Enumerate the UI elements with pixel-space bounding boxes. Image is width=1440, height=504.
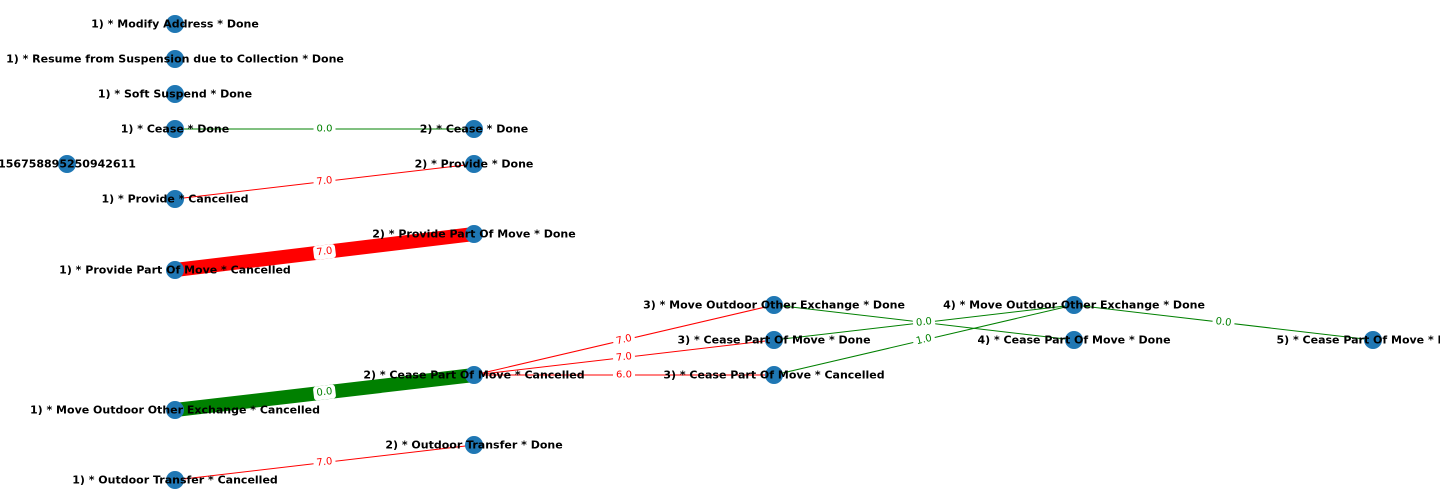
node-n5 — [58, 155, 76, 173]
node-n1 — [166, 15, 184, 33]
node-n6 — [166, 190, 184, 208]
node-label: 3) * Move Outdoor Other Exchange * Done — [643, 299, 905, 312]
node-label: 4) * Move Outdoor Other Exchange * Done — [943, 299, 1205, 312]
edge-label-background — [612, 331, 636, 349]
edge-weight-label: 0.0 — [313, 122, 336, 136]
node-label: 1) * Move Outdoor Other Exchange * Cance… — [30, 404, 320, 417]
node-label: 1) * Provide Part Of Move * Cancelled — [59, 264, 291, 277]
node-q2 — [1065, 331, 1083, 349]
node-r1 — [1364, 331, 1382, 349]
edge-weight-label: 0.0 — [313, 384, 336, 401]
node-p3 — [765, 366, 783, 384]
node-label: 1) * Cease * Done — [121, 123, 229, 136]
node-m3 — [465, 225, 483, 243]
node-n4 — [166, 120, 184, 138]
edge-weight-text: 7.0 — [316, 456, 333, 469]
edge-weight-text: 7.0 — [316, 246, 333, 259]
node-label: 1) * Provide * Cancelled — [101, 193, 248, 206]
node-label: 4) * Cease Part Of Move * Done — [977, 334, 1170, 347]
edge-label-background — [912, 331, 936, 349]
node-label: 156758895250942611 — [0, 158, 136, 171]
node-label: 1) * Outdoor Transfer * Cancelled — [72, 474, 278, 487]
node-label: 2) * Cease Part Of Move * Cancelled — [363, 369, 584, 382]
edge-label-background — [313, 384, 336, 401]
node-m2 — [465, 155, 483, 173]
node-n2 — [166, 50, 184, 68]
node-label: 5) * Cease Part Of Move * Done — [1276, 334, 1440, 347]
node-n7 — [166, 261, 184, 279]
node-label: 3) * Cease Part Of Move * Done — [677, 334, 870, 347]
edge-label-background — [612, 349, 636, 366]
edge-weight-text: 1.0 — [915, 333, 933, 347]
edge-weight-label: 7.0 — [612, 331, 636, 349]
edge-label-background — [313, 122, 336, 136]
node-label: 1) * Modify Address * Done — [91, 18, 259, 31]
node-p1 — [765, 296, 783, 314]
edge-weight-label: 7.0 — [612, 349, 636, 366]
node-label: 2) * Outdoor Transfer * Done — [385, 439, 562, 452]
node-label: 3) * Cease Part Of Move * Cancelled — [663, 369, 884, 382]
node-m5 — [465, 436, 483, 454]
node-label: 2) * Provide * Done — [415, 158, 534, 171]
edge-weight-label: 7.0 — [313, 173, 336, 190]
edge-weight-text: 0.0 — [915, 316, 932, 329]
labels-layer: 0.0 7.0 7.0 0.0 7.0 7.0 7.0 6.0 0.0 1.0 0.0 1) * Mo… — [0, 18, 1440, 487]
edge-label-background — [313, 454, 336, 471]
edge-label-background — [613, 368, 635, 382]
node-m1 — [465, 120, 483, 138]
edge-weight-text: 0.0 — [1215, 316, 1232, 329]
node-label: 2) * Provide Part Of Move * Done — [372, 228, 575, 241]
node-label: 2) * Cease * Done — [420, 123, 528, 136]
edge-weight-text: 6.0 — [616, 370, 632, 381]
node-label: 1) * Soft Suspend * Done — [98, 88, 252, 101]
edge-weight-label: 0.0 — [912, 314, 936, 331]
node-m4 — [465, 366, 483, 384]
edge-weight-label: 1.0 — [912, 331, 936, 349]
edge-label-background — [313, 173, 336, 190]
edge-weight-text: 0.0 — [316, 386, 333, 399]
nodes-layer — [58, 15, 1382, 489]
edge-weight-text: 7.0 — [316, 175, 333, 188]
edge-label-background — [912, 314, 936, 331]
node-q1 — [1065, 296, 1083, 314]
edge-weight-label: 7.0 — [313, 244, 336, 260]
edge-label-background — [1212, 314, 1235, 331]
node-label: 1) * Resume from Suspension due to Colle… — [6, 53, 344, 66]
node-p2 — [765, 331, 783, 349]
edge-weight-text: 0.0 — [317, 124, 333, 135]
edge-weight-label: 7.0 — [313, 454, 336, 471]
node-n8 — [166, 401, 184, 419]
edge-label-background — [313, 244, 336, 260]
edge-weight-text: 7.0 — [615, 333, 633, 347]
edge-weight-label: 0.0 — [1212, 314, 1235, 331]
node-n3 — [166, 85, 184, 103]
node-n9 — [166, 471, 184, 489]
edge-weight-label: 6.0 — [613, 368, 635, 382]
edge-weight-text: 7.0 — [615, 351, 632, 364]
